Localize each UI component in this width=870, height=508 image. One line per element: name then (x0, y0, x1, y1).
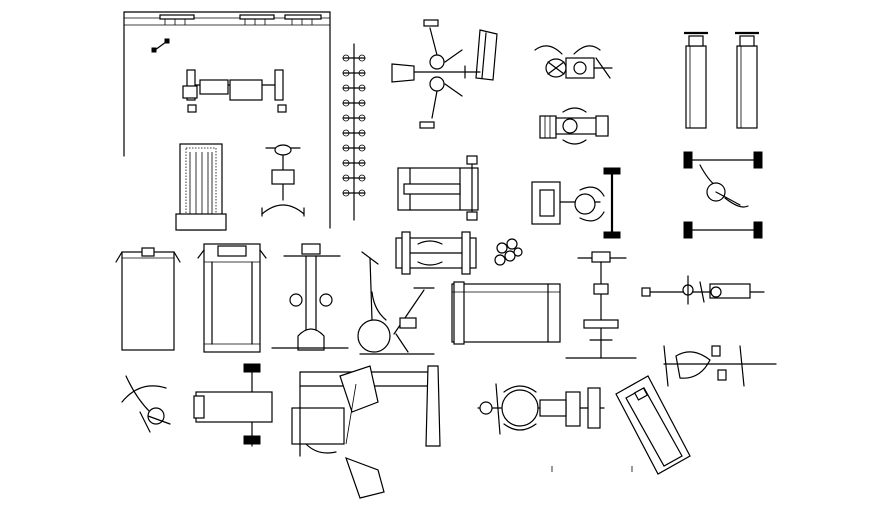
room-plan (123, 11, 331, 229)
seated-machine (534, 45, 613, 79)
wall-dumbbell-row (159, 14, 322, 25)
treadmill-1 (115, 247, 181, 351)
multi-station (391, 19, 498, 129)
room-bench (182, 69, 287, 113)
treadmill-2 (197, 243, 267, 353)
bench-press-figure (531, 167, 621, 239)
flat-bench (397, 155, 479, 221)
cable-crossover (121, 375, 171, 433)
barbell-bench (193, 363, 273, 447)
ab-machine (663, 345, 777, 387)
rowing-machine (451, 281, 561, 345)
incline-board (615, 375, 691, 475)
kettlebells (494, 238, 523, 266)
treadmill-texture (175, 143, 227, 231)
reference-ticks (551, 466, 633, 472)
chest-press-figure (477, 383, 605, 435)
small-dumbbell-icon (151, 38, 170, 53)
barbell-curl (683, 151, 763, 239)
elliptical (271, 243, 349, 351)
bench-top (395, 231, 477, 275)
leg-extension (641, 275, 765, 305)
stair-climber (565, 251, 637, 359)
standing-weights (684, 31, 759, 129)
spin-bike (357, 251, 435, 355)
dumbbell-rack (342, 43, 366, 221)
seated-machine-2 (539, 107, 609, 145)
upright-bike-top (261, 144, 305, 217)
leg-press (291, 365, 441, 499)
